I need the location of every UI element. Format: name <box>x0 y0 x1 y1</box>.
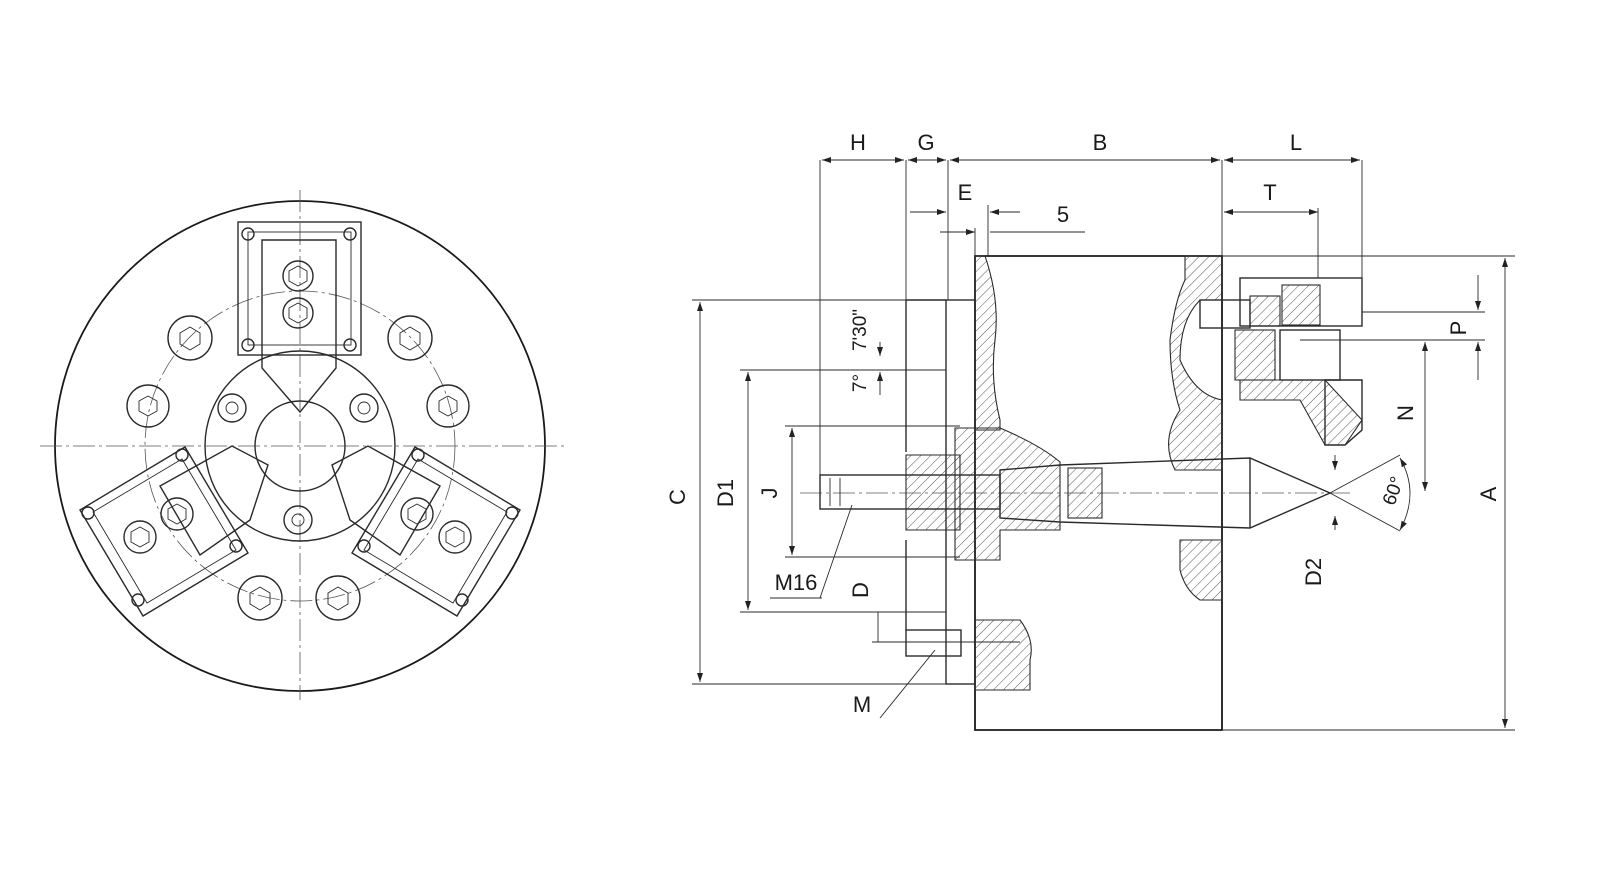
label-angle-7: 7° <box>850 374 871 392</box>
label-G: G <box>917 130 934 155</box>
section-upper-right <box>1168 255 1223 471</box>
label-T: T <box>1263 180 1276 205</box>
dimensions <box>692 157 1515 731</box>
label-M16: M16 <box>775 570 818 595</box>
label-M: M <box>853 692 871 717</box>
label-D2: D2 <box>1301 558 1326 586</box>
jaw-body <box>261 239 337 414</box>
section-upper-wall <box>974 255 1001 431</box>
jaw-top <box>237 221 362 414</box>
label-P: P <box>1446 321 1471 336</box>
label-angle-60: 60° <box>1379 474 1409 508</box>
label-N: N <box>1393 405 1418 421</box>
jaw-plate <box>79 446 249 617</box>
jaw-plate <box>237 221 362 356</box>
jaw-left <box>79 445 269 617</box>
section-lower-wall <box>974 619 1032 691</box>
center-bore <box>254 400 346 492</box>
label-D1: D1 <box>713 479 738 507</box>
section-lower-right <box>1179 539 1223 601</box>
chuck-section-view: H G B L E 5 T M16 M C D1 J D 7° 7'30" P … <box>665 130 1515 731</box>
mounting-bolts <box>126 315 470 621</box>
jaw-body <box>331 445 441 557</box>
center-point <box>999 457 1332 529</box>
jaw-right <box>331 445 521 617</box>
jaw-screw <box>282 260 314 292</box>
inner-hub-circle <box>204 350 396 542</box>
jaw-assembly <box>1199 277 1363 446</box>
label-J: J <box>757 488 782 499</box>
label-angle-730: 7'30" <box>850 309 871 351</box>
chuck-front-view <box>40 190 565 700</box>
section-hub <box>954 427 1061 561</box>
section-nut <box>905 454 961 531</box>
mounting-bolt-m <box>905 629 962 657</box>
label-A: A <box>1476 486 1501 501</box>
label-D: D <box>848 582 873 598</box>
label-B: B <box>1093 130 1108 155</box>
label-C: C <box>665 489 690 505</box>
jaw-body <box>159 445 269 557</box>
label-E: E <box>958 180 973 205</box>
jaw-plate <box>351 446 521 617</box>
label-H: H <box>850 130 866 155</box>
label-5: 5 <box>1057 202 1069 227</box>
label-L: L <box>1290 130 1302 155</box>
